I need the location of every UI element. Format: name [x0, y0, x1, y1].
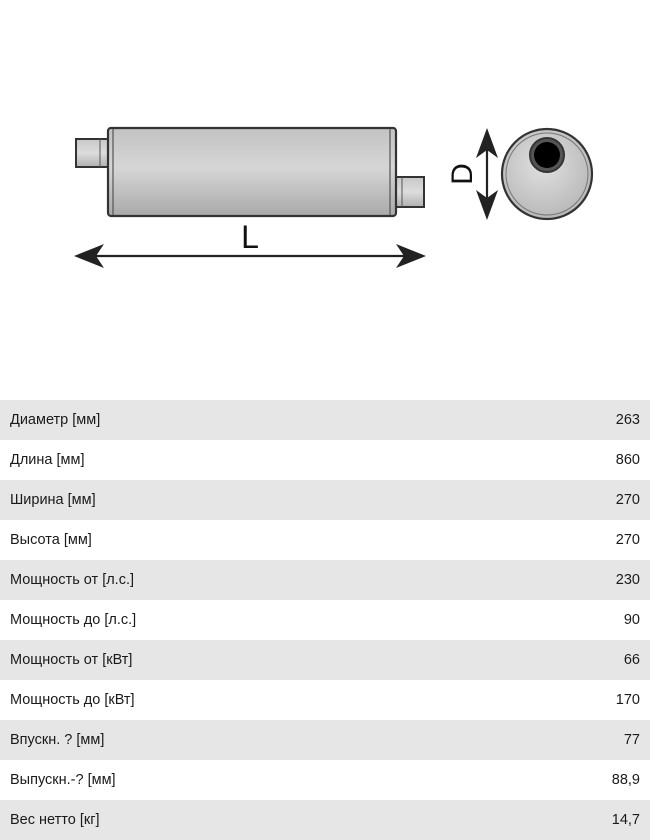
spec-row-height: Высота [мм] 270 — [0, 520, 650, 560]
diameter-label: D — [446, 163, 479, 185]
spec-label: Вес нетто [кг] — [10, 812, 100, 828]
muffler-body — [106, 126, 398, 218]
inlet-pipe — [75, 138, 109, 168]
spec-label: Мощность от [кВт] — [10, 652, 133, 668]
spec-label: Мощность до [кВт] — [10, 692, 135, 708]
spec-value: 860 — [615, 452, 640, 468]
spec-row-power-to-hp: Мощность до [л.с.] 90 — [0, 600, 650, 640]
muffler-end-view — [500, 127, 594, 221]
length-dimension-arrow — [74, 244, 426, 268]
spec-row-diameter: Диаметр [мм] 263 — [0, 400, 650, 440]
spec-value: 170 — [615, 692, 640, 708]
spec-row-length: Длина [мм] 860 — [0, 440, 650, 480]
spec-label: Мощность до [л.с.] — [10, 612, 137, 628]
diameter-dimension-arrow — [476, 128, 498, 220]
spec-value: 270 — [615, 532, 640, 548]
spec-row-power-from-kw: Мощность от [кВт] 66 — [0, 640, 650, 680]
length-label: L — [241, 219, 259, 255]
spec-label: Выпускн.-? [мм] — [10, 772, 116, 788]
spec-value: 90 — [623, 612, 640, 628]
spec-row-power-from-hp: Мощность от [л.с.] 230 — [0, 560, 650, 600]
spec-label: Ширина [мм] — [10, 492, 96, 508]
spec-value: 14,7 — [611, 812, 640, 828]
spec-row-outlet: Выпускн.-? [мм] 88,9 — [0, 760, 650, 800]
spec-label: Впускн. ? [мм] — [10, 732, 105, 748]
spec-row-net-weight: Вес нетто [кг] 14,7 — [0, 800, 650, 840]
spec-value: 66 — [623, 652, 640, 668]
spec-row-width: Ширина [мм] 270 — [0, 480, 650, 520]
muffler-diagram: L D — [0, 0, 650, 400]
spec-value: 77 — [623, 732, 640, 748]
spec-value: 270 — [615, 492, 640, 508]
spec-table: Диаметр [мм] 263 Длина [мм] 860 Ширина [… — [0, 400, 650, 840]
spec-value: 88,9 — [611, 772, 640, 788]
spec-value: 263 — [615, 412, 640, 428]
spec-value: 230 — [615, 572, 640, 588]
muffler-drawing: L D — [74, 126, 594, 268]
spec-label: Высота [мм] — [10, 532, 92, 548]
spec-label: Мощность от [л.с.] — [10, 572, 135, 588]
outlet-pipe — [393, 176, 425, 208]
spec-row-inlet: Впускн. ? [мм] 77 — [0, 720, 650, 760]
spec-label: Длина [мм] — [10, 452, 85, 468]
spec-label: Диаметр [мм] — [10, 412, 101, 428]
spec-row-power-to-kw: Мощность до [кВт] 170 — [0, 680, 650, 720]
